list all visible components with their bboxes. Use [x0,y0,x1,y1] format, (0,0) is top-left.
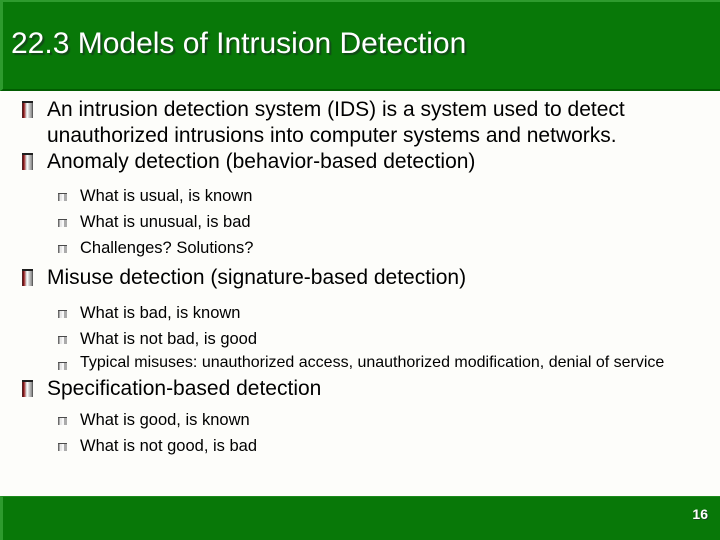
bullet-item: An intrusion detection system (IDS) is a… [0,97,667,149]
slide-footer-bar: 16 [0,496,720,540]
sub-bullet-item: Typical misuses: unauthorized access, un… [0,352,670,374]
disk-bullet-icon [58,336,67,344]
bullet-text: An intrusion detection system (IDS) is a… [47,98,625,147]
page-number: 16 [692,506,708,522]
disk-bullet-icon [58,362,67,370]
sub-bullet-item: What is good, is known [0,407,700,433]
disk-bullet-icon [58,443,67,451]
book-bullet-icon [22,153,33,170]
bullet-text: Misuse detection (signature-based detect… [47,266,467,289]
bullet-text: Specification-based detection [47,377,322,400]
sub-bullet-item: Challenges? Solutions? [0,235,700,261]
slide-title: 22.3 Models of Intrusion Detection [11,27,467,60]
slide-body: An intrusion detection system (IDS) is a… [0,92,720,459]
slide-header-bar: 22.3 Models of Intrusion Detection [0,0,720,91]
disk-bullet-icon [58,417,67,425]
book-bullet-icon [22,269,33,286]
bullet-item: Specification-based detection [0,376,667,402]
bullet-item: Anomaly detection (behavior-based detect… [0,149,667,175]
disk-bullet-icon [58,310,67,318]
bullet-text: Anomaly detection (behavior-based detect… [47,150,476,173]
sub-bullet-item: What is not bad, is good [0,326,700,352]
sub-bullet-item: What is bad, is known [0,300,700,326]
sub-bullet-item: What is unusual, is bad [0,209,700,235]
bullet-text: What is not good, is bad [80,437,258,455]
sub-bullet-item: What is usual, is known [0,183,700,209]
bullet-text: Challenges? Solutions? [80,239,254,257]
book-bullet-icon [22,380,33,397]
disk-bullet-icon [58,219,67,227]
bullet-text: What is not bad, is good [80,330,258,348]
bullet-text: What is usual, is known [80,187,253,205]
bullet-text: What is unusual, is bad [80,213,251,231]
sub-bullet-item: What is not good, is bad [0,433,700,459]
disk-bullet-icon [58,193,67,201]
book-bullet-icon [22,101,33,118]
bullet-text: What is good, is known [80,411,250,429]
disk-bullet-icon [58,245,67,253]
bullet-text: Typical misuses: unauthorized access, un… [80,354,665,371]
bullet-item: Misuse detection (signature-based detect… [0,265,667,291]
bullet-text: What is bad, is known [80,304,241,322]
